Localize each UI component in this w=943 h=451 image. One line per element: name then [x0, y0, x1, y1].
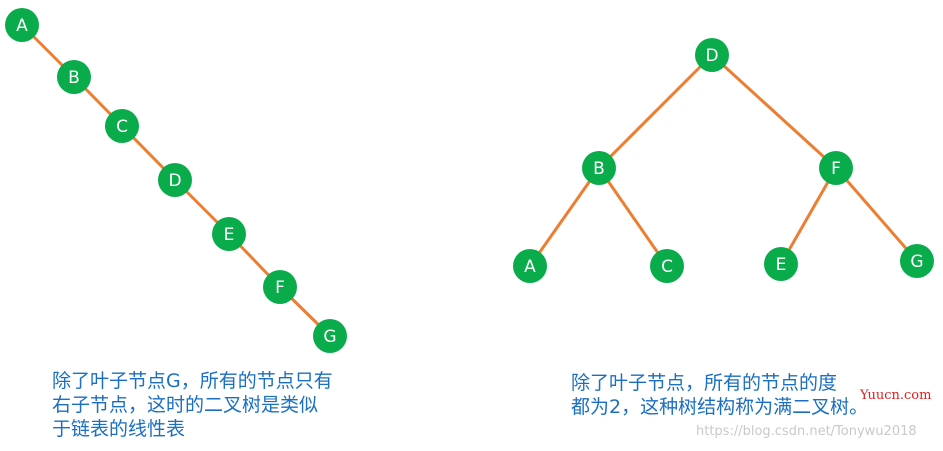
node-circle [650, 249, 684, 283]
right-tree-caption: 除了叶子节点，所有的节点的度 都为2，这种树结构称为满二叉树。 [571, 371, 868, 419]
node-label: E [224, 225, 235, 245]
node-label: F [831, 159, 841, 179]
right-node-a: A [513, 249, 547, 283]
right-node-e: E [764, 247, 798, 281]
caption-line: 右子节点，这时的二叉树是类似 [52, 394, 319, 416]
node-circle [582, 151, 616, 185]
node-circle [695, 38, 729, 72]
right-node-f: F [819, 151, 853, 185]
node-circle [158, 163, 192, 197]
right-node-d: D [695, 38, 729, 72]
left-node-c: C [105, 109, 139, 143]
node-label: G [323, 327, 336, 347]
left-node-a: A [5, 8, 39, 42]
node-circle [105, 109, 139, 143]
node-label: A [16, 16, 28, 36]
left-node-b: B [57, 60, 91, 94]
left-tree-caption: 除了叶子节点G，所有的节点只有 右子节点，这时的二叉树是类似 于链表的线性表 [52, 369, 333, 441]
watermark: https://blog.csdn.net/Tonywu2018 [696, 424, 917, 439]
left-node-f: F [263, 270, 297, 304]
left-node-e: E [212, 217, 246, 251]
left-node-g: G [313, 319, 347, 353]
right-edge-d-b [597, 53, 714, 170]
edges-layer [20, 23, 919, 338]
right-edge-b-a [528, 167, 601, 267]
node-circle [57, 60, 91, 94]
node-label: C [116, 117, 128, 137]
site-badge: Yuucn.com [860, 388, 932, 403]
caption-line: 除了叶子节点G，所有的节点只有 [52, 370, 333, 392]
right-node-c: C [650, 249, 684, 283]
right-edge-f-g [834, 167, 919, 262]
node-label: D [168, 171, 181, 191]
node-circle [313, 319, 347, 353]
node-circle [263, 270, 297, 304]
node-label: D [705, 46, 718, 66]
node-circle [819, 151, 853, 185]
node-label: A [524, 257, 536, 277]
left-node-d: D [158, 163, 192, 197]
right-edge-d-f [710, 53, 838, 170]
nodes-layer: A B C D E F G D B F A C E G [5, 8, 934, 353]
node-label: C [661, 257, 673, 277]
right-node-g: G [900, 244, 934, 278]
node-label: B [593, 159, 605, 179]
node-circle [5, 8, 39, 42]
caption-line: 除了叶子节点，所有的节点的度 [571, 372, 838, 394]
node-label: E [776, 255, 787, 275]
caption-line: 都为2，这种树结构称为满二叉树。 [571, 396, 869, 418]
node-label: G [910, 252, 923, 272]
node-label: F [275, 278, 285, 298]
caption-line: 于链表的线性表 [52, 418, 186, 440]
right-node-b: B [582, 151, 616, 185]
right-edge-f-e [779, 167, 838, 265]
node-circle [513, 249, 547, 283]
right-edge-b-c [597, 167, 669, 267]
node-circle [900, 244, 934, 278]
node-circle [764, 247, 798, 281]
node-label: B [68, 68, 80, 88]
node-circle [212, 217, 246, 251]
